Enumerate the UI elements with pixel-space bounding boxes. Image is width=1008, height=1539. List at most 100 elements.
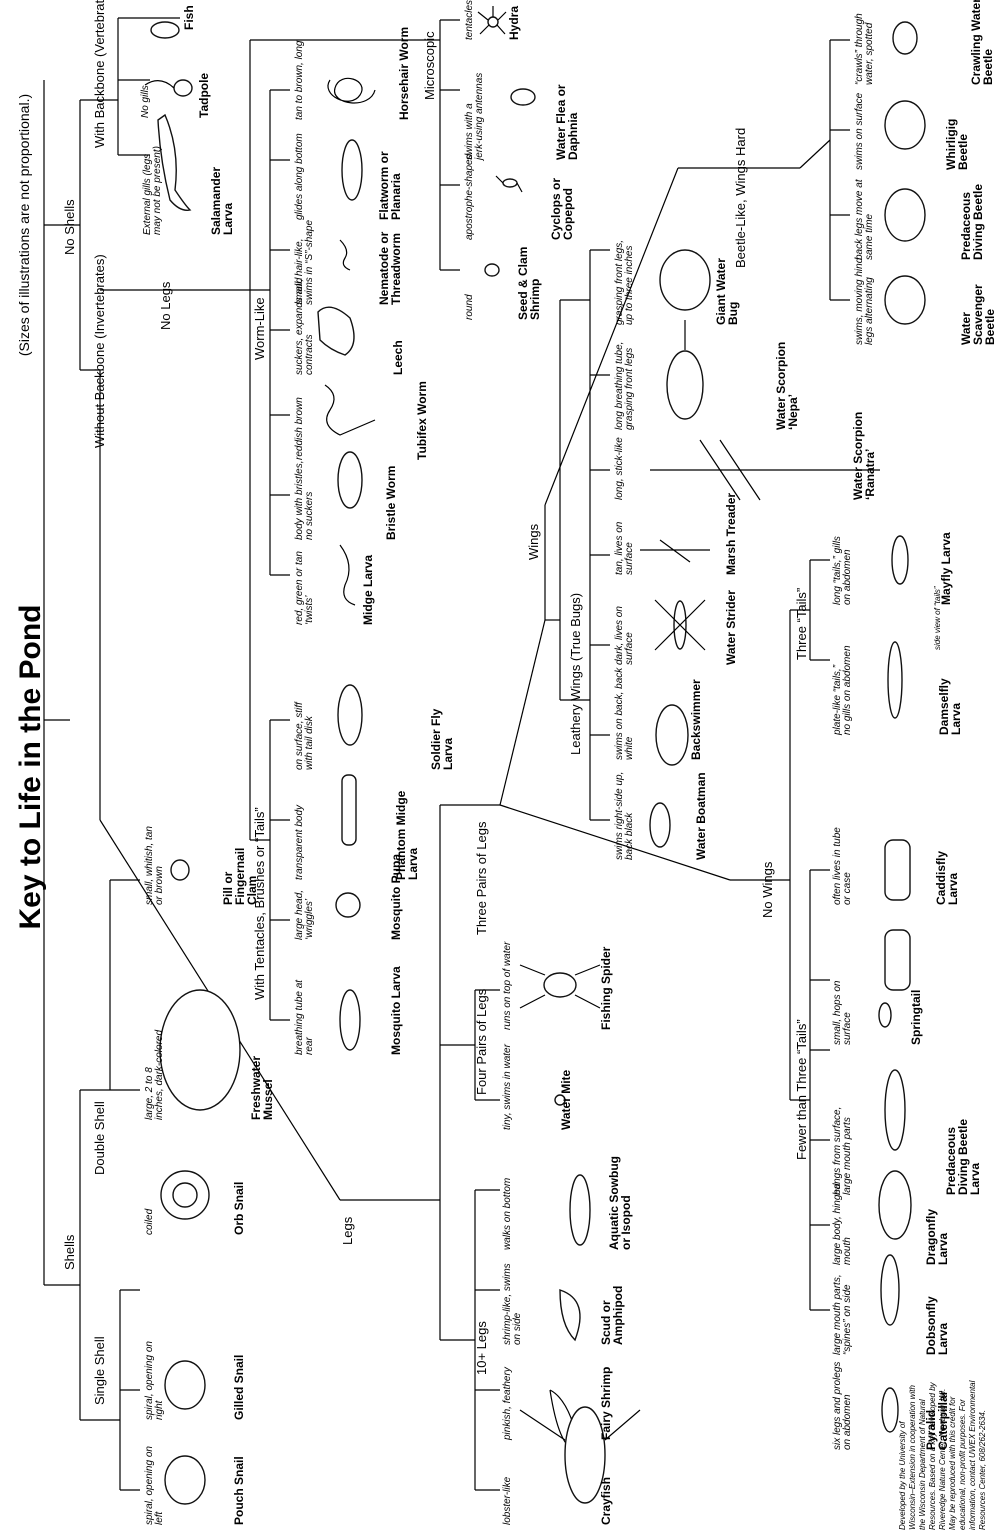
- water-boatman-illustration: [649, 802, 671, 848]
- organism-desc-scud-or-amphipod: shrimp-like, swimson side: [502, 1263, 523, 1345]
- organism-name-bristle-worm: Bristle Worm: [384, 466, 398, 540]
- organism-name-mayfly-larva: Mayfly Larva: [939, 532, 953, 605]
- organism-desc-water-flea-or-daphnia: swims with ajerk-using antennas: [464, 73, 485, 162]
- pill-clam-illustration: [170, 859, 190, 881]
- node-four-pairs: Four Pairs of Legs: [474, 988, 489, 1095]
- whirligig-beetle-illustration: [884, 100, 926, 150]
- organism-name-mosquito-larva: Mosquito Larva: [389, 966, 403, 1055]
- organism-desc-nematode-or-threadworm: small, hair-like,swims in “S”-shape: [294, 220, 315, 305]
- caddisfly-larva-illustration: [884, 839, 911, 991]
- backswimmer-illustration: [655, 704, 689, 766]
- organism-desc-pyralid-caterpillar: six legs and prolegson abdomen: [832, 1362, 853, 1450]
- organism-desc-water-mite: tiny, swims in water: [502, 1043, 513, 1130]
- node-shells: Shells: [62, 1234, 77, 1270]
- organism-desc-cyclops-or-copepod: apostrophe-shaped: [464, 153, 475, 240]
- water-flea-illustration: [510, 88, 536, 106]
- organism-desc-bristle-worm: body with bristles,no suckers: [294, 461, 315, 540]
- organism-name-dobsonfly-larva: DobsonflyLarva: [924, 1296, 950, 1355]
- organism-name-tadpole: Tadpole: [197, 73, 211, 118]
- organism-name-damselfly-larva: DamselflyLarva: [937, 678, 963, 735]
- organism-name-crayfish: Crayfish: [599, 1477, 613, 1525]
- organism-desc-crawling-water-beetle: “crawls” throughwater, spotted: [854, 13, 875, 85]
- organism-desc-gilled-snail: spiral, opening onright: [144, 1341, 165, 1420]
- organism-name-water-boatman: Water Boatman: [694, 772, 708, 860]
- organism-desc-horsehair-worm: tan to brown, long: [294, 40, 305, 120]
- node-three-tails: Three “Tails”: [794, 588, 809, 660]
- predaceous-diving-beetle-illustration: [884, 188, 926, 242]
- organism-name-gilled-snail: Gilled Snail: [232, 1355, 246, 1420]
- organism-name-horsehair-worm: Horsehair Worm: [397, 27, 411, 120]
- damselfly-larva-illustration: [887, 641, 903, 719]
- node-with-tentacles: With Tentacles, Brushes or “Tails”: [252, 807, 267, 1000]
- phantom-midge-larva-illustration: [341, 774, 357, 846]
- pyralid-caterpillar-illustration: [881, 1387, 899, 1433]
- organism-name-pill-or-fingernail-clam: Pill orFingernailClam: [221, 848, 259, 905]
- organism-desc-pill-or-fingernail-clam: small, whitish, tanor brown: [144, 826, 165, 905]
- organism-name-orb-snail: Orb Snail: [232, 1182, 246, 1235]
- node-fewer-tails: Fewer than Three “Tails”: [794, 1019, 809, 1160]
- organism-desc-water-scorpion-ranatra: long, stick-like: [614, 437, 625, 500]
- organism-name-aquatic-sowbug-or-isopod: Aquatic Sowbugor Isopod: [607, 1156, 633, 1250]
- organism-desc-water-scavenger-beetle: swims, moving hindlegs alternating: [854, 257, 875, 345]
- orb-snail-illustration: [160, 1170, 210, 1220]
- organism-name-nematode-or-threadworm: Nematode orThreadworm: [377, 231, 403, 305]
- organism-name-pouch-snail: Pouch Snail: [232, 1456, 246, 1525]
- fish-illustration: [150, 21, 180, 39]
- organism-desc-damselfly-larva: plate-like “tails,”no gills on abdomen: [832, 645, 853, 736]
- water-scavenger-beetle-illustration: [884, 275, 926, 325]
- gilled-snail-illustration: [164, 1360, 206, 1410]
- springtail-illustration: [878, 1002, 892, 1028]
- node-leathery-wings: Leathery Wings (True Bugs): [568, 593, 583, 755]
- organism-name-predaceous-diving-beetle-larva: PredaceousDiving BeetleLarva: [944, 1119, 982, 1195]
- tree-branches: [43, 17, 850, 1491]
- sowbug-illustration: [569, 1174, 591, 1246]
- freshwater-mussel-illustration: [159, 989, 241, 1111]
- organism-desc-mosquito-larva: breathing tube atrear: [294, 979, 315, 1055]
- node-single-shell: Single Shell: [92, 1336, 107, 1405]
- organism-desc-marsh-treader: tan, lives onsurface: [614, 521, 635, 575]
- organism-desc-soldier-fly-larva: on surface, stiffwith tail disk: [294, 701, 315, 770]
- scud-illustration: [559, 1289, 581, 1342]
- organism-desc-water-scorpion-nepa: long breathing tube,grasping front legs: [614, 342, 635, 430]
- organism-name-pyralid-caterpillar: PyralidCaterpillar: [924, 1390, 950, 1450]
- node-with-backbone: With Backbone (Vertebrates): [92, 0, 107, 148]
- organism-desc-whirligig-beetle: swims on surface: [854, 92, 865, 170]
- node-worm-like: Worm-Like: [252, 297, 267, 360]
- organism-desc-freshwater-mussel: large, 2 to 8inches, dark-colored: [144, 1030, 165, 1120]
- midge-larva-illustration: [339, 544, 356, 606]
- organism-desc-backswimmer: swims on back, backwhite: [614, 667, 635, 760]
- organism-desc-hydra: tentacles: [464, 0, 475, 40]
- soldier-fly-larva-illustration: [337, 684, 363, 746]
- fishing-spider-illustration: [519, 964, 601, 1009]
- node-double-shell: Double Shell: [92, 1101, 107, 1175]
- mosquito-larva-illustration: [339, 989, 361, 1051]
- pouch-snail-illustration: [164, 1455, 206, 1505]
- node-microscopic: Microscopic: [422, 31, 437, 100]
- crayfish-illustration: [519, 1406, 641, 1504]
- credit-text: Developed by the University ofWisconsin–…: [898, 1380, 987, 1530]
- copepod-illustration: [495, 175, 523, 193]
- node-ten-plus: 10+ Legs: [474, 1321, 489, 1375]
- organism-desc-tubifex-worm: reddish brown: [294, 397, 305, 460]
- page-title: Key to Life in the Pond: [14, 604, 47, 929]
- organism-desc-aquatic-sowbug-or-isopod: walks on bottom: [502, 1178, 513, 1250]
- nematode-illustration: [339, 239, 351, 271]
- organism-name-tubifex-worm: Tubifex Worm: [415, 381, 429, 460]
- organism-desc-pouch-snail: spiral, opening onleft: [144, 1446, 165, 1525]
- water-scorpion-ranatra-illustration: [650, 439, 880, 501]
- salamander-illustration: [157, 113, 192, 211]
- page-subtitle: (Sizes of illustrations are not proporti…: [16, 94, 32, 356]
- organism-name-water-scorpion-ranatra: Water Scorpion‘Ranatra’: [851, 412, 877, 500]
- organism-name-giant-water-bug: Giant WaterBug: [714, 258, 740, 325]
- node-without-backbone: Without Backbone (Invertebrates): [92, 254, 107, 448]
- organism-name-water-strider: Water Strider: [724, 590, 738, 665]
- organism-desc-fishing-spider: runs on top of water: [502, 941, 513, 1030]
- organism-name-crawling-water-beetle: Crawling WaterBeetle: [969, 0, 995, 85]
- organism-name-phantom-midge-larva: Phantom MidgeLarva: [394, 790, 420, 880]
- organism-name-marsh-treader: Marsh Treader: [724, 493, 738, 575]
- node-no-wings: No Wings: [760, 861, 775, 918]
- side-view-note: side view of “tails”: [933, 586, 942, 650]
- giant-water-bug-illustration: [659, 249, 711, 311]
